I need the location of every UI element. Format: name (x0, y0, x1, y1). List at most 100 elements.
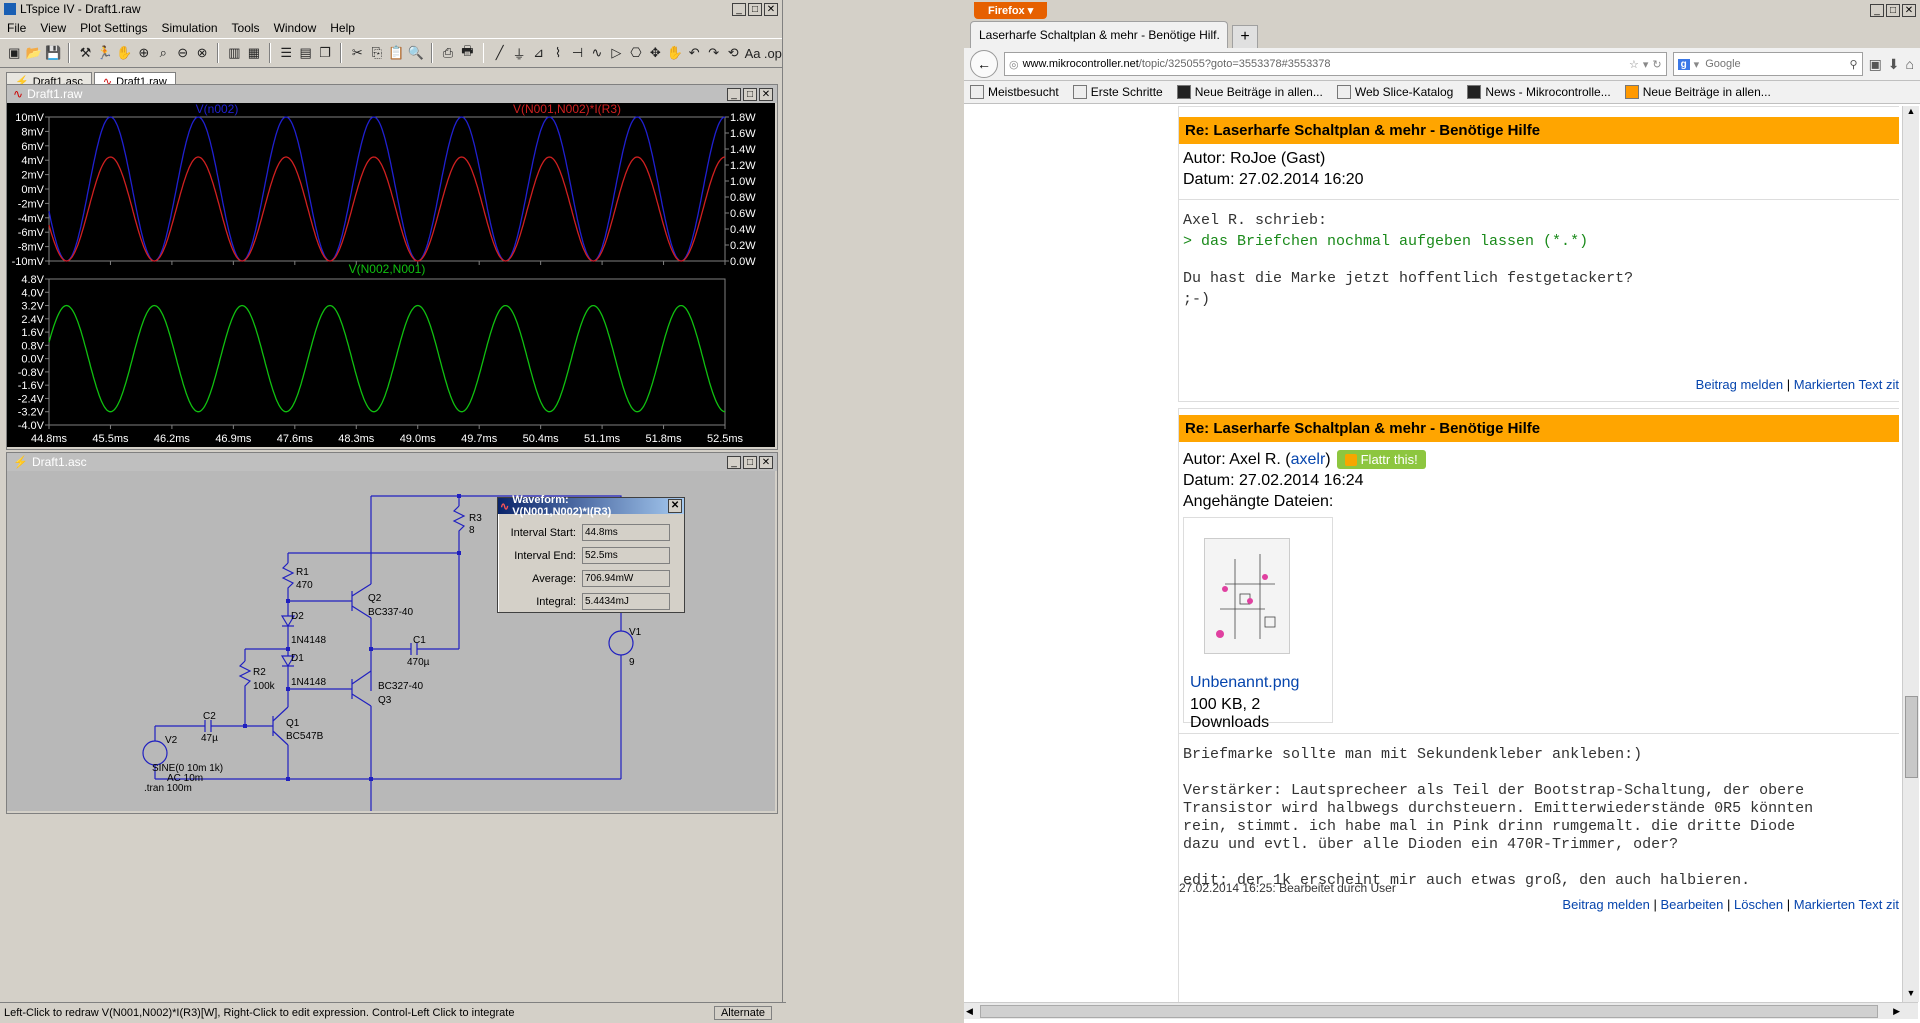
r2-value[interactable]: 100k (253, 681, 275, 692)
maximize-button[interactable]: □ (748, 2, 762, 16)
dropdown-arrow-icon[interactable]: ▾ (1642, 58, 1649, 71)
search-icon[interactable]: ⚲ (1849, 58, 1858, 71)
d2-label[interactable]: D2 (291, 611, 304, 622)
spice-directive-icon[interactable]: .op (763, 45, 782, 61)
r3-value[interactable]: 8 (469, 525, 475, 536)
scroll-right-icon[interactable]: ▶ (1893, 1006, 1900, 1016)
scroll-left-icon[interactable]: ◀ (966, 1006, 973, 1016)
tile-horizontal-icon[interactable]: ☰ (280, 45, 292, 60)
zoom-fit-icon[interactable]: ⊗ (196, 45, 208, 60)
capacitor-icon[interactable]: ⊣ (571, 45, 584, 60)
v2-label[interactable]: V2 (165, 735, 178, 746)
inductor-icon[interactable]: ∿ (591, 45, 603, 60)
q2-value[interactable]: BC337-40 (368, 607, 414, 618)
close-button[interactable]: ✕ (1902, 3, 1916, 17)
search-bar[interactable]: g ▾ ⚲ (1672, 52, 1863, 76)
minimize-button[interactable]: _ (727, 455, 741, 469)
r2-label[interactable]: R2 (253, 667, 266, 678)
bookmark-star-icon[interactable]: ☆ (1628, 58, 1639, 71)
run-icon[interactable]: 🏃 (96, 45, 113, 60)
back-button[interactable]: ← (970, 50, 998, 78)
diode-icon[interactable]: ▷ (611, 45, 622, 60)
print-icon[interactable]: 🖶 (461, 43, 474, 58)
bookmarks-menu-icon[interactable]: ▣ (1868, 55, 1882, 72)
bookmark-item[interactable]: Erste Schritte (1072, 85, 1163, 99)
close-button[interactable]: ✕ (759, 455, 773, 469)
minimize-button[interactable]: _ (1870, 3, 1884, 17)
quote-selected-link[interactable]: Markierten Text zit (1793, 377, 1899, 392)
scroll-up-icon[interactable]: ▲ (1906, 106, 1916, 116)
d1-label[interactable]: D1 (291, 653, 304, 664)
menu-window[interactable]: Window (273, 21, 317, 35)
close-button[interactable]: ✕ (759, 87, 773, 101)
v1-label[interactable]: V1 (629, 627, 642, 638)
search-input[interactable] (1703, 57, 1846, 71)
v1-value[interactable]: 9 (629, 657, 635, 668)
scrollbar-thumb[interactable] (980, 1005, 1878, 1018)
menu-plot-settings[interactable]: Plot Settings (80, 21, 148, 35)
bookmark-item[interactable]: News - Mikrocontrolle... (1467, 85, 1611, 99)
attachment-filename[interactable]: Unbenannt.png (1190, 674, 1300, 691)
zoom-out-icon[interactable]: ⊖ (177, 45, 189, 60)
label-icon[interactable]: ⊿ (533, 45, 545, 60)
text-icon[interactable]: Aa (744, 45, 761, 61)
cut-icon[interactable]: ✂ (351, 45, 363, 60)
home-icon[interactable]: ⌂ (1905, 56, 1914, 72)
report-post-link[interactable]: Beitrag melden (1562, 897, 1650, 912)
scroll-down-icon[interactable]: ▼ (1906, 988, 1916, 998)
ground-icon[interactable]: ⏚ (512, 46, 526, 62)
bookmark-item[interactable]: Neue Beiträge in allen... (1624, 85, 1771, 99)
paste-icon[interactable]: 📋 (388, 45, 405, 60)
q1-label[interactable]: Q1 (286, 718, 300, 729)
q1-value[interactable]: BC547B (286, 731, 324, 742)
maximize-button[interactable]: □ (743, 87, 757, 101)
flattr-button[interactable]: Flattr this! (1336, 450, 1426, 469)
control-panel-icon[interactable]: ⚒ (79, 45, 92, 60)
zoom-in-icon[interactable]: ⊕ (138, 45, 150, 60)
vertical-scrollbar[interactable]: ▲ ▼ (1902, 106, 1919, 1002)
c2-label[interactable]: C2 (203, 711, 216, 722)
quote-selected-link[interactable]: Markierten Text zit (1793, 897, 1899, 912)
scrollbar-thumb[interactable] (1905, 696, 1918, 778)
minimize-button[interactable]: _ (727, 87, 741, 101)
print-setup-icon[interactable]: ⎙ (442, 45, 454, 60)
c1-label[interactable]: C1 (413, 635, 426, 646)
wire-icon[interactable]: ╱ (495, 45, 504, 60)
menu-file[interactable]: File (7, 21, 27, 35)
tran-directive[interactable]: .tran 100m (144, 783, 192, 794)
bookmark-item[interactable]: Meistbesucht (970, 85, 1059, 99)
bookmark-item[interactable]: Neue Beiträge in allen... (1176, 85, 1323, 99)
v2-sine[interactable]: SINE(0 10m 1k) (152, 763, 224, 774)
save-icon[interactable]: 💾 (45, 45, 62, 60)
tile-vertical-icon[interactable]: ▤ (299, 45, 312, 60)
redo-icon[interactable]: ↷ (708, 45, 720, 60)
download-icon[interactable]: ⬇ (1887, 55, 1900, 72)
v2-ac[interactable]: AC 10m (167, 773, 204, 784)
drag-icon[interactable]: ✋ (666, 45, 683, 60)
reload-icon[interactable]: ↻ (1652, 58, 1662, 71)
menu-view[interactable]: View (40, 21, 67, 35)
browser-tab[interactable]: Laserharfe Schaltplan & mehr - Benötige … (970, 21, 1228, 48)
component-icon[interactable]: ⎔ (630, 45, 642, 60)
report-post-link[interactable]: Beitrag melden (1695, 377, 1784, 392)
find-icon[interactable]: 🔍 (407, 45, 424, 60)
maximize-button[interactable]: □ (1886, 3, 1900, 17)
minimize-button[interactable]: _ (732, 2, 746, 16)
c2-value[interactable]: 47µ (201, 733, 218, 744)
firefox-app-button[interactable]: Firefox ▾ (974, 1, 1048, 19)
cascade-icon[interactable]: ❐ (319, 45, 331, 60)
menu-tools[interactable]: Tools (231, 21, 260, 35)
maximize-button[interactable]: □ (743, 455, 757, 469)
menu-help[interactable]: Help (330, 21, 355, 35)
q3-value[interactable]: BC327-40 (378, 681, 424, 692)
horizontal-scrollbar[interactable]: ◀ ▶ (964, 1002, 1918, 1019)
autorange-icon[interactable]: ▥ (228, 45, 241, 60)
new-schematic-icon[interactable]: ▣ (8, 45, 21, 60)
new-tab-button[interactable]: + (1232, 25, 1258, 48)
delete-post-link[interactable]: Löschen (1733, 897, 1784, 912)
author-link[interactable]: axelr (1290, 450, 1326, 468)
attachment-thumbnail[interactable] (1204, 538, 1290, 654)
r1-value[interactable]: 470 (296, 580, 313, 591)
menu-simulation[interactable]: Simulation (161, 21, 218, 35)
move-icon[interactable]: ✥ (649, 45, 661, 60)
